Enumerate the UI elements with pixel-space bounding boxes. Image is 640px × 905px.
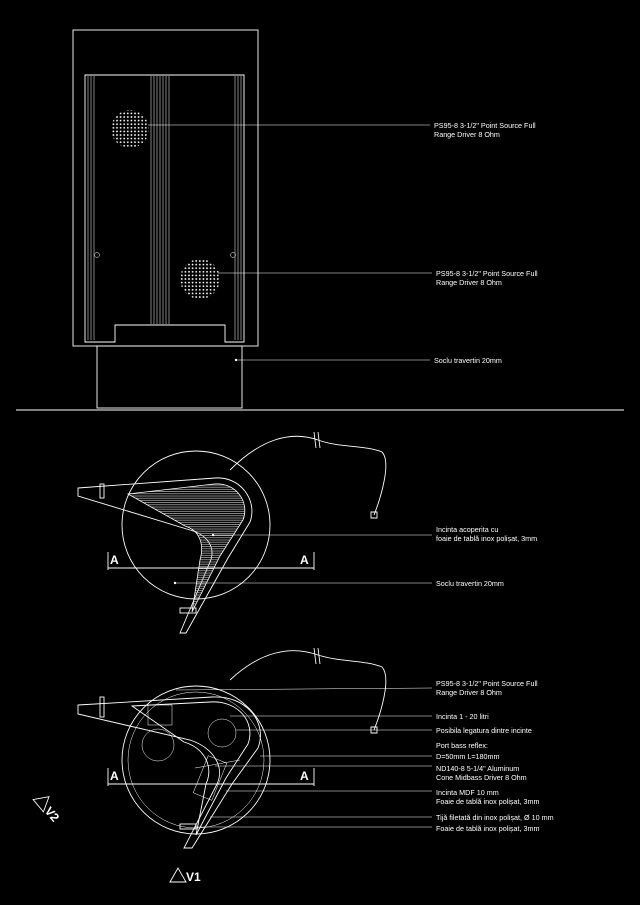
driver-grille-top (111, 110, 149, 148)
view-marker-v1: V1 (169, 867, 201, 884)
port-tube (207, 718, 237, 748)
midbass-driver-box (192, 755, 228, 801)
cable (229, 435, 387, 516)
cabinet-outline (72, 29, 259, 347)
shell-inner (130, 701, 251, 836)
label-port: Port bass reflex: D=50mm L=180mm (436, 741, 500, 761)
travertine-base (96, 345, 243, 409)
fluting-lines (87, 76, 242, 340)
driver-grille-bottom (180, 259, 220, 299)
cable-bottom (229, 650, 387, 731)
elevation-view (16, 29, 624, 411)
label-midbass: ND140-8 5-1/4" Aluminum Cone Midbass Dri… (436, 764, 527, 782)
label-bottom-driver: PS95-8 3-1/2" Point Source Full Range Dr… (436, 679, 540, 697)
label-sheet: Foaie de tablă inox polișat, 3mm (436, 824, 539, 833)
label-enclosure: Incinta acoperita cu foaie de tablă inox… (436, 525, 537, 543)
label-connection: Posibila legatura dintre incinte (436, 726, 532, 735)
view-marker-v2: V2 (32, 796, 62, 825)
plug (370, 511, 378, 519)
screw-right (230, 252, 236, 258)
label-base-plan: Soclu travertin 20mm (436, 579, 504, 588)
shell-outer (77, 696, 261, 849)
section-mark-right-top: A (300, 553, 309, 567)
label-driver-top: PS95-8 3-1/2" Point Source Full Range Dr… (434, 121, 538, 139)
screw-left (94, 252, 100, 258)
label-volume: Incinta 1 - 20 litri (436, 712, 489, 721)
svg-text:V1: V1 (186, 870, 201, 884)
plan-view-top (77, 431, 432, 634)
front-panel (84, 74, 245, 343)
section-mark-right-bottom: A (300, 769, 309, 783)
enclosure-hatch (126, 483, 246, 613)
driver-box-1 (147, 704, 173, 726)
section-mark-left-top: A (110, 553, 119, 567)
label-mdf: Incinta MDF 10 mm Foaie de tablă inox po… (436, 788, 539, 806)
label-driver-bottom: PS95-8 3-1/2" Point Source Full Range Dr… (436, 269, 540, 287)
section-mark-left-bottom: A (110, 769, 119, 783)
label-rod: Tijă filetată din inox polișat, Ø 10 mm (436, 813, 554, 822)
plan-view-bottom (77, 647, 433, 849)
label-base: Soclu travertin 20mm (434, 356, 502, 365)
